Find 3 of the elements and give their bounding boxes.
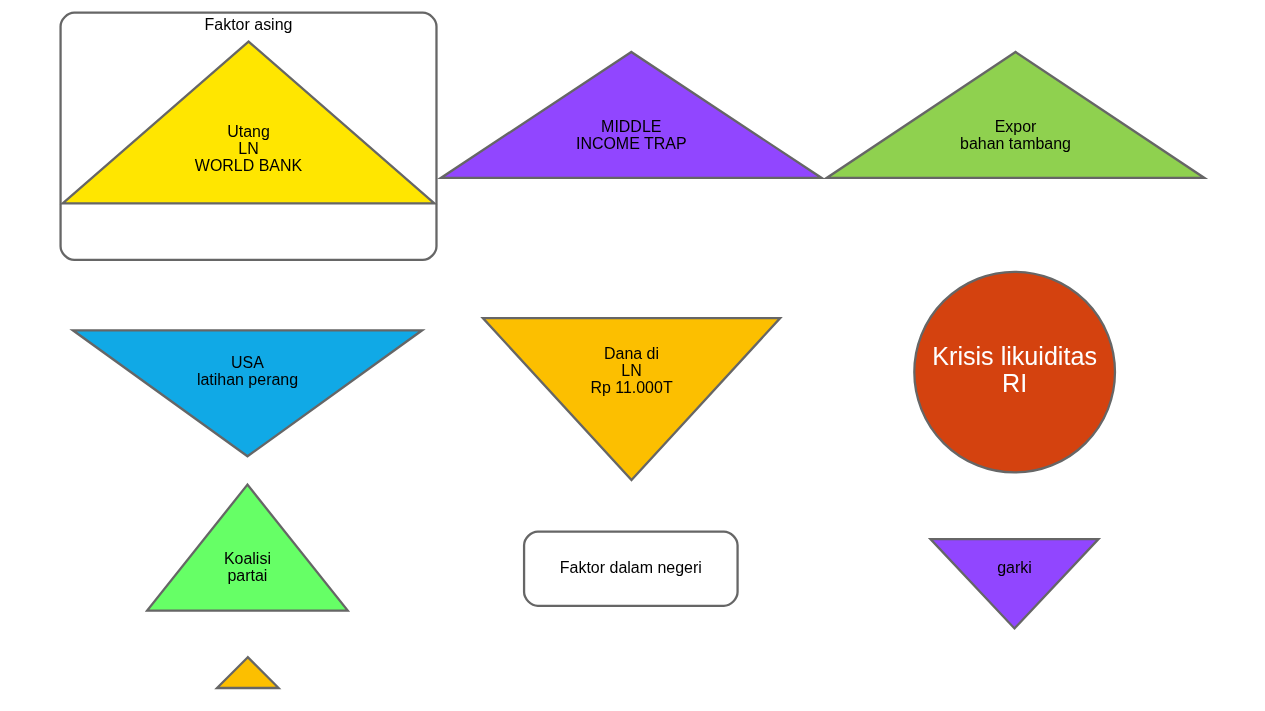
node-triangle	[214, 655, 282, 690]
node-circle: Krisis likuiditas RI	[913, 270, 1117, 474]
node-box: Faktor dalam negeri	[522, 530, 739, 607]
